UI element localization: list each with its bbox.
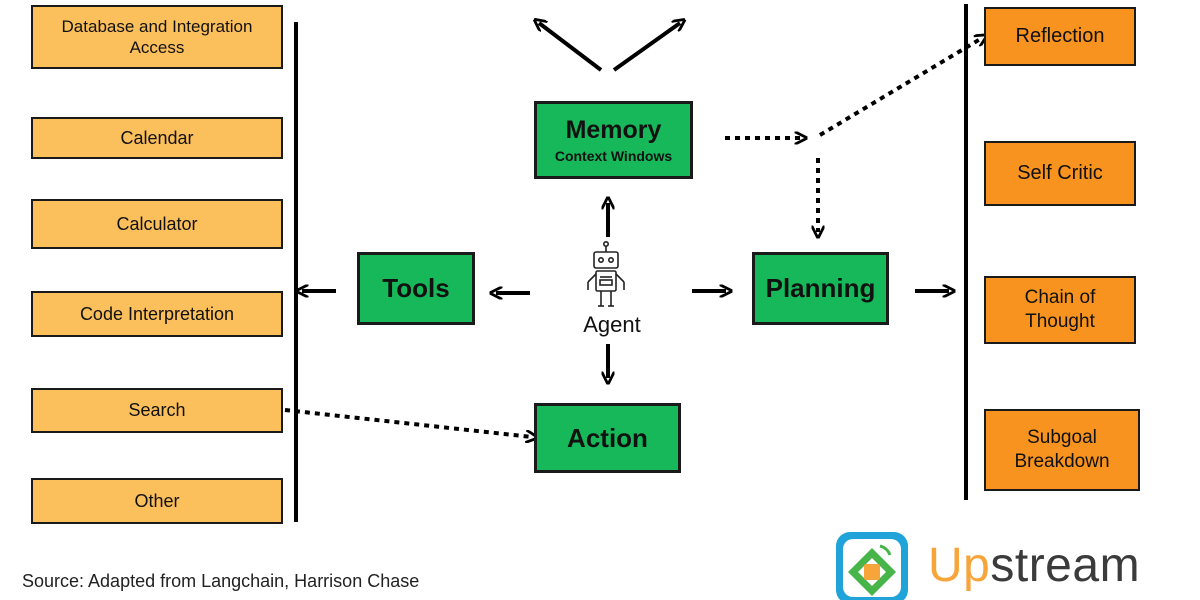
- plan-label: Subgoal Breakdown: [1014, 427, 1110, 472]
- agent-label: Agent: [583, 312, 641, 337]
- memory-arrow-up-left: [539, 23, 603, 72]
- memory-dotted-to-reflection: [818, 38, 982, 137]
- wordmark-suffix: stream: [990, 539, 1141, 592]
- source-caption: Source: Adapted from Langchain, Harrison…: [22, 571, 420, 591]
- tools-label: Tools: [382, 273, 450, 304]
- planning-label: Planning: [765, 273, 876, 304]
- plan-label: Chain of Thought: [1024, 287, 1096, 332]
- upstream-wordmark: Upstream: [928, 538, 1140, 594]
- tool-label: Calculator: [116, 213, 198, 234]
- memory-box: Memory Context Windows: [534, 101, 693, 179]
- upstream-logo-icon: [836, 532, 908, 600]
- robot-icon: [587, 241, 625, 307]
- tool-label: Other: [134, 490, 180, 511]
- tool-search: Search: [31, 388, 283, 433]
- tool-other: Other: [31, 478, 283, 524]
- tool-calculator: Calculator: [31, 199, 283, 249]
- memory-title: Memory: [565, 115, 662, 144]
- action-label: Action: [567, 422, 648, 453]
- plan-self-critic: Self Critic: [984, 141, 1136, 206]
- tool-database-integration: Database and Integration Access: [31, 5, 283, 69]
- plan-subgoal-breakdown: Subgoal Breakdown: [984, 409, 1140, 491]
- plan-label: Self Critic: [1017, 162, 1103, 184]
- plan-chain-of-thought: Chain of Thought: [984, 276, 1136, 344]
- plan-label: Reflection: [1015, 25, 1105, 47]
- plan-reflection: Reflection: [984, 7, 1136, 66]
- memory-subtitle: Context Windows: [554, 147, 673, 164]
- memory-arrow-up-right: [612, 23, 680, 72]
- action-box: Action: [534, 403, 681, 473]
- tools-box: Tools: [357, 252, 475, 325]
- tool-calendar: Calendar: [31, 117, 283, 159]
- planning-box: Planning: [752, 252, 889, 325]
- tool-label: Calendar: [120, 127, 194, 148]
- tool-label: Search: [128, 400, 186, 421]
- tool-code-interpretation: Code Interpretation: [31, 291, 283, 337]
- tool-label: Code Interpretation: [79, 303, 235, 324]
- tool-label: Database and Integration Access: [61, 16, 253, 57]
- wordmark-prefix: Up: [928, 539, 991, 592]
- search-dotted-to-action: [284, 408, 532, 437]
